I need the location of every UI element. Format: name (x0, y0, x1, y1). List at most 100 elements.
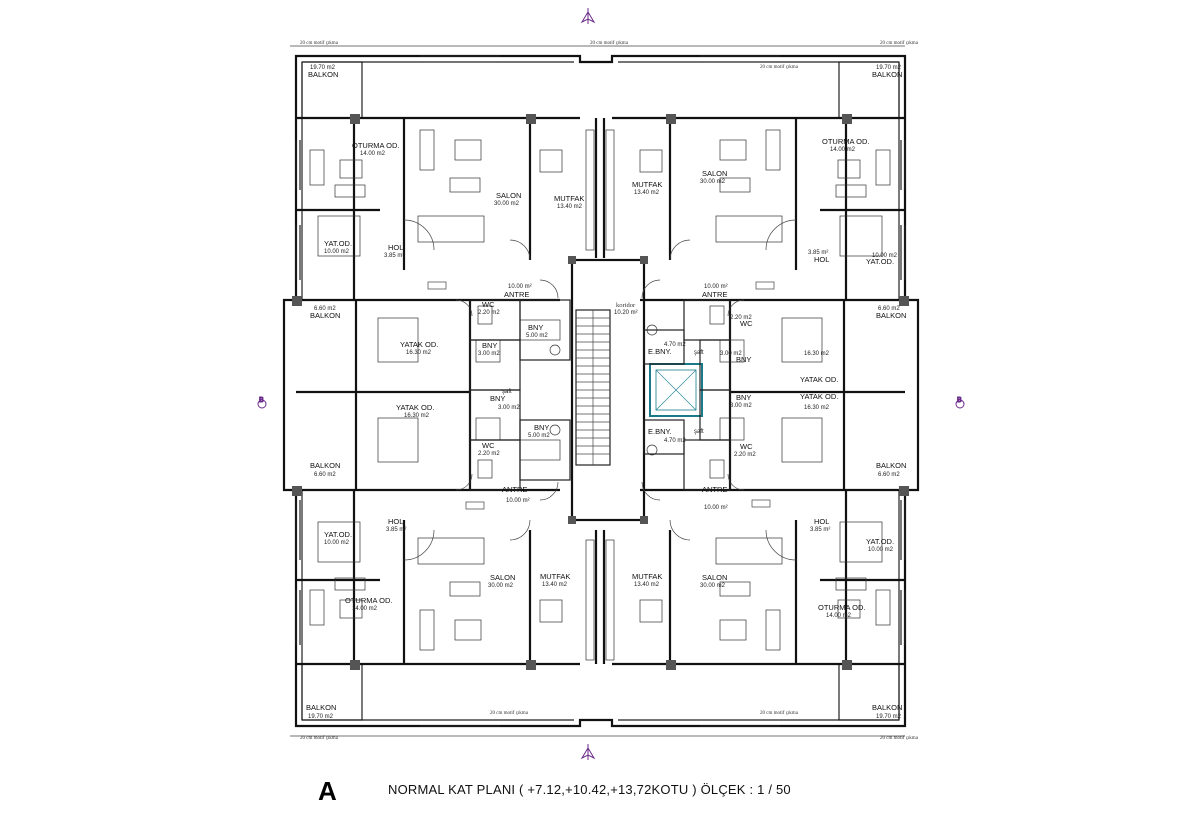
drawing-title: NORMAL KAT PLANI ( +7.12,+10.42,+13,72KO… (388, 782, 791, 797)
room-label-ebny-r2-area: 4.70 m2 (664, 438, 686, 444)
room-label-yat-tr-name: YAT.OD. (866, 257, 894, 266)
room-label-ebny-r1-area: 4.70 m2 (664, 342, 686, 348)
cantilever-note-r2: 20 cm motif çıkma (760, 711, 799, 716)
room-label-antre-bl-area: 10.00 m² (506, 498, 530, 504)
room-label-oturma-br-area: 14.00 m2 (826, 613, 852, 619)
room-label-bny-r2-name: BNY (736, 393, 751, 402)
room-label-bny2-name: BNY (482, 341, 497, 350)
room-label-antre-tl-name: ANTRE (504, 290, 529, 299)
room-label-oturma-tl-name: OTURMA OD. (352, 141, 400, 150)
room-label-mutfak-br-area: 13.40 m2 (634, 582, 660, 588)
cantilever-note-r: 20 cm motif çıkma (760, 65, 799, 70)
room-label-bny-r1-name: BNY (736, 355, 751, 364)
room-label-axis-b: B (259, 397, 264, 404)
room-label-yat-tl-area: 10.00 m2 (324, 249, 350, 255)
room-label-bny2-area: 3.00 m2 (478, 351, 500, 357)
room-label-balkon-tl-name: BALKON (308, 70, 338, 79)
room-label-mutfak-bl-area: 13.40 m2 (542, 582, 568, 588)
room-label-balkon-ml2-name: BALKON (310, 461, 340, 470)
room-label-yatak-ml-name: YATAK OD. (400, 340, 438, 349)
room-label-salon-br-area: 30.00 m2 (700, 583, 726, 589)
shaft-label: şaft (694, 429, 704, 435)
furniture (309, 129, 891, 661)
room-label-antre-br-area: 10.00 m² (704, 505, 728, 511)
room-label-oturma-tr-name: OTURMA OD. (822, 137, 870, 146)
room-label-mutfak-tl-name: MUTFAK (554, 194, 584, 203)
room-label-wc-bl-name: WC (482, 441, 495, 450)
room-label-hol-tr-area: 3.85 m² (808, 250, 828, 256)
room-label-balkon-bl-area: 19.70 m2 (308, 714, 334, 720)
north-arrow-icon-top (580, 8, 596, 24)
room-label-balkon-bl-name: BALKON (306, 703, 336, 712)
room-label-yat-br-area: 10.00 m2 (868, 547, 894, 553)
room-label-yatak-mr2-name: YATAK OD. (800, 392, 838, 401)
cantilever-note-tl: 20 cm motif çıkma (300, 41, 339, 46)
room-label-yat-tl-name: YAT.OD. (324, 239, 352, 248)
room-label-yat-bl-area: 10.00 m2 (324, 540, 350, 546)
room-label-bny3-area: 3.00 m2 (498, 405, 520, 411)
drawing-sheet-letter: A (318, 776, 337, 806)
shaft-label: şaft (694, 350, 704, 356)
room-label-bny1-name: BNY (528, 323, 543, 332)
room-label-wc-br-name: WC (740, 442, 753, 451)
room-label-hol-tr-name: HOL (814, 255, 829, 264)
room-label-salon-tl-name: SALON (496, 191, 521, 200)
room-label-oturma-br-name: OTURMA OD. (818, 603, 866, 612)
elevator (649, 363, 703, 417)
room-label-salon-bl-area: 30.00 m2 (488, 583, 514, 589)
room-label-salon-bl-name: SALON (490, 573, 515, 582)
room-label-antre-bl-name: ANTRE (502, 485, 527, 494)
room-label-salon-br-name: SALON (702, 573, 727, 582)
room-label-antre-tl-area: 10.00 m² (508, 284, 532, 290)
room-label-balkon-br-area: 19.70 m2 (876, 714, 902, 720)
room-label-oturma-bl-name: OTURMA OD. (345, 596, 393, 605)
room-label-yatak-ml2-name: YATAK OD. (396, 403, 434, 412)
room-label-mutfak-bl-name: MUTFAK (540, 572, 570, 581)
section-mark-left-icon: B (257, 397, 267, 409)
room-label-mutfak-tr-name: MUTFAK (632, 180, 662, 189)
room-label-bny-r1-area: 3.00 m2 (720, 351, 742, 357)
room-label-bny4-area: 5.00 m2 (528, 433, 550, 439)
room-label-yatak-mr-area: 16.30 m2 (804, 351, 830, 357)
room-label-wc-tl-area: 2.20 m2 (478, 310, 500, 316)
room-label-ebny-r2-name: E.BNY. (648, 427, 672, 436)
room-label-yat-tr-area: 10.00 m2 (872, 253, 898, 259)
room-label-balkon-mr-name: BALKON (876, 311, 906, 320)
room-label-balkon-mr2-area: 6.60 m2 (878, 472, 900, 478)
room-label-antre-tr-area: 10.00 m² (704, 284, 728, 290)
cantilever-note-tr: 20 cm motif çıkma (880, 41, 919, 46)
cantilever-note-bl: 20 cm motif çıkma (300, 736, 339, 741)
room-label-koridor-name: koridor (616, 302, 636, 309)
room-label-koridor-area: 10.20 m² (614, 310, 638, 316)
room-labels: 19.70 m2 BALKON 19.70 m2 BALKON BALKON 1… (306, 65, 906, 720)
room-label-axis-b: B (957, 397, 962, 404)
room-label-wc-tl-name: WC (482, 300, 495, 309)
room-label-salon-tr-name: SALON (702, 169, 727, 178)
cantilever-note-br: 20 cm motif çıkma (880, 736, 919, 741)
room-label-wc-bl-area: 2.20 m2 (478, 451, 500, 457)
room-label-antre-tr-name: ANTRE (702, 290, 727, 299)
room-label-balkon-tl-area: 19.70 m2 (310, 65, 336, 71)
room-label-oturma-tr-area: 14.00 m2 (830, 147, 856, 153)
section-mark-right-icon: B (955, 397, 965, 409)
room-label-balkon-ml-area: 6.60 m2 (314, 306, 336, 312)
room-label-antre-br-name: ANTRE (702, 485, 727, 494)
room-label-hol-tl-name: HOL (388, 243, 403, 252)
structural-columns (292, 114, 909, 670)
shaft-label: şaft (502, 389, 512, 395)
room-label-hol-br-name: HOL (814, 517, 829, 526)
room-label-mutfak-tl-area: 13.40 m2 (557, 204, 583, 210)
room-label-salon-tr-area: 30.00 m2 (700, 179, 726, 185)
room-label-bny1-area: 5.00 m2 (526, 333, 548, 339)
room-label-yat-bl-name: YAT.OD. (324, 530, 352, 539)
room-label-balkon-ml-name: BALKON (310, 311, 340, 320)
room-label-balkon-mr2-name: BALKON (876, 461, 906, 470)
room-label-hol-bl-name: HOL (388, 517, 403, 526)
room-label-oturma-bl-area: 14.00 m2 (352, 606, 378, 612)
room-label-yatak-ml2-area: 16.30 m2 (404, 413, 430, 419)
room-label-yat-br-name: YAT.OD. (866, 537, 894, 546)
cantilever-note-tc: 20 cm motif çıkma (590, 41, 629, 46)
room-label-balkon-mr-area: 6.60 m2 (878, 306, 900, 312)
room-label-bny4-name: BNY (534, 423, 549, 432)
